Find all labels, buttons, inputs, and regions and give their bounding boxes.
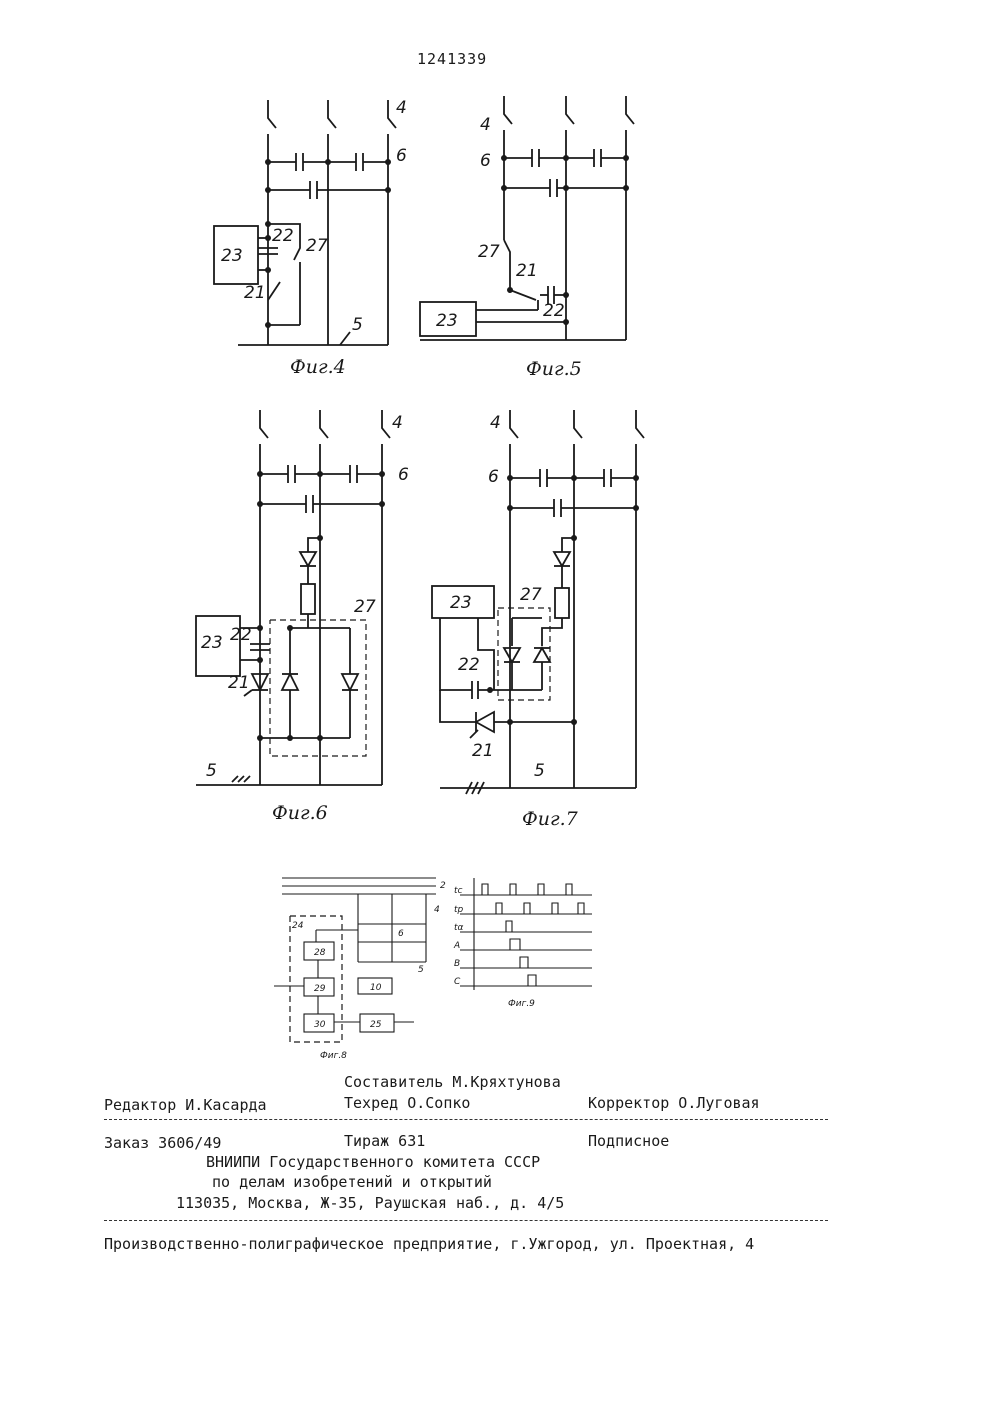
order: Заказ 3606/49 — [104, 1134, 221, 1152]
fig9-row-tp: tp — [454, 905, 464, 915]
fig5-caption: Фиг.5 — [526, 358, 582, 380]
fig6-caption: Фиг.6 — [272, 802, 328, 824]
subscription: Подписное — [588, 1132, 669, 1150]
org-line-1: ВНИИПИ Государственного комитета СССР — [206, 1153, 540, 1171]
fig9-row-ta: tα — [454, 923, 464, 933]
editor: Редактор И.Касарда — [104, 1096, 267, 1114]
fig9-row-b: B — [454, 959, 460, 969]
fig9-row-tc: tc — [454, 886, 463, 896]
org-line-2: по делам изобретений и открытий — [212, 1173, 492, 1191]
divider-bottom — [104, 1220, 828, 1221]
fig7-caption: Фиг.7 — [522, 808, 578, 830]
fig9-row-c: C — [454, 977, 461, 987]
techred: Техред О.Сопко — [344, 1094, 470, 1112]
corrector: Корректор О.Луговая — [588, 1094, 760, 1112]
printer: Производственно-полиграфическое предприя… — [104, 1235, 754, 1253]
circulation: Тираж 631 — [344, 1132, 425, 1150]
composer: Составитель М.Кряхтунова — [344, 1073, 561, 1091]
fig9-row-a: A — [453, 941, 460, 951]
fig9-caption: Фиг.9 — [508, 999, 535, 1009]
fig4-caption: Фиг.4 — [290, 356, 346, 378]
address: 113035, Москва, Ж-35, Раушская наб., д. … — [176, 1194, 564, 1212]
divider-top — [104, 1119, 828, 1120]
